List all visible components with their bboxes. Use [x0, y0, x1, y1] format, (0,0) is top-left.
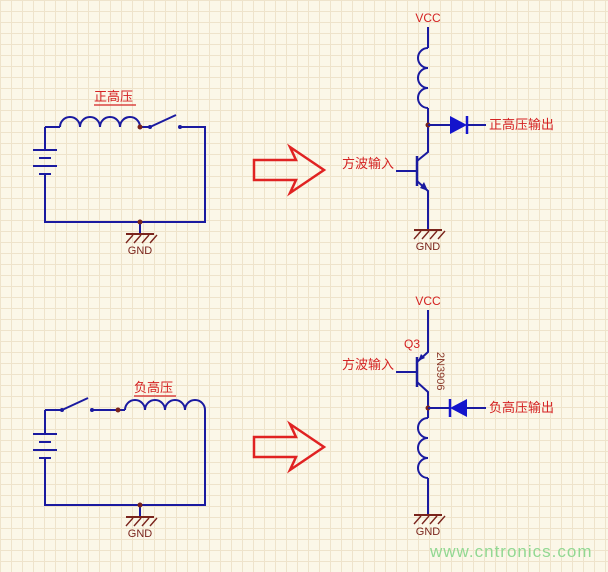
vcc-label: VCC	[415, 11, 441, 25]
output-label-negative: 负高压输出	[489, 400, 554, 415]
transistor-part-number: 2N3906	[434, 352, 446, 391]
inductor-symbol	[417, 47, 429, 109]
transform-arrow-icon	[252, 420, 327, 474]
bottom-right-driver-circuit: VCC Q3 2N3906 方波输入 负高压输出 GND	[342, 294, 554, 538]
bottom-left-source-circuit: 负高压 GND	[33, 380, 206, 540]
switch-pin-dot	[90, 408, 94, 412]
switch-symbol	[61, 397, 89, 411]
switch-pin-dot	[148, 125, 152, 129]
switch-pin-dot	[178, 125, 182, 129]
switch-pin-dot	[60, 408, 64, 412]
npn-transistor-symbol	[396, 156, 429, 230]
net-label-negative-hv: 负高压	[134, 380, 173, 395]
junction-dot	[137, 502, 143, 508]
inductor-symbol	[417, 417, 429, 479]
junction-dot	[137, 124, 143, 130]
input-label: 方波输入	[342, 156, 394, 171]
switch-symbol	[149, 114, 177, 128]
gnd-label: GND	[128, 528, 153, 540]
transform-arrow-icon	[252, 143, 327, 197]
net-label-positive-hv: 正高压	[94, 89, 133, 104]
top-right-driver-circuit: VCC 正高压输出 方波输入 GND	[342, 11, 554, 253]
pnp-transistor-symbol	[396, 354, 429, 418]
top-left-source-circuit: GND 正高压	[33, 89, 206, 257]
gnd-label: GND	[416, 526, 441, 538]
emitter-arrow	[418, 354, 425, 361]
watermark-text: www.cntronics.com	[429, 542, 592, 561]
inductor-symbol	[124, 399, 206, 411]
junction-dot	[115, 407, 121, 413]
gnd-label: GND	[416, 241, 441, 253]
ground-hatch	[413, 515, 446, 525]
wire-path	[416, 108, 429, 162]
input-label: 方波输入	[342, 357, 394, 372]
output-label-positive: 正高压输出	[489, 117, 554, 132]
ground-hatch	[413, 230, 446, 240]
battery-symbol	[33, 433, 57, 459]
inductor-symbol	[59, 116, 141, 128]
wire-path	[416, 310, 429, 363]
ground-hatch	[125, 517, 158, 527]
diode-symbol	[450, 399, 467, 417]
wire-path	[44, 409, 206, 517]
junction-dot	[137, 219, 143, 225]
ground-hatch	[125, 234, 158, 244]
vcc-label: VCC	[415, 294, 441, 308]
battery-symbol	[33, 149, 57, 175]
diode-symbol	[450, 116, 467, 134]
wire-path	[44, 126, 206, 234]
gnd-label: GND	[128, 245, 153, 257]
transistor-designator: Q3	[404, 337, 420, 351]
emitter-arrow	[420, 182, 428, 191]
